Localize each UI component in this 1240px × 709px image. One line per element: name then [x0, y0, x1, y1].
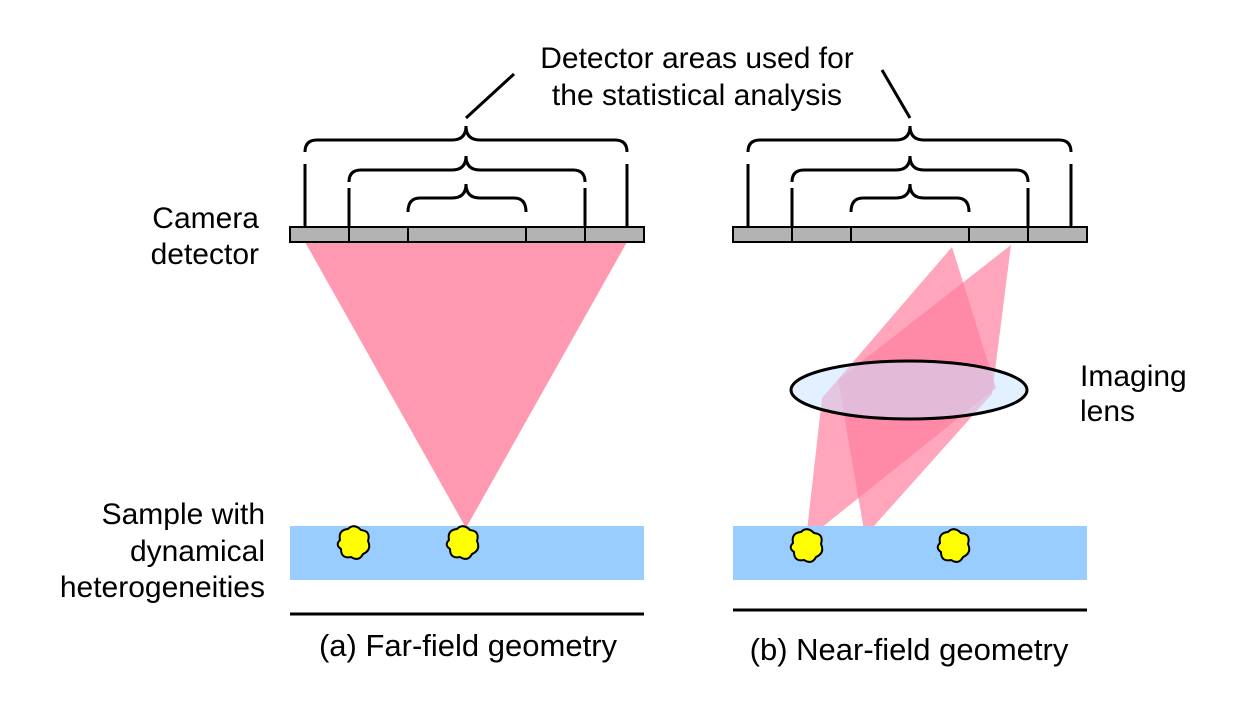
far-field-area-ticks — [303, 164, 629, 227]
lens-icon — [789, 359, 1029, 421]
far-field-panel — [289, 125, 645, 616]
camera-label-line-1: Camera — [152, 202, 259, 235]
sample-label-line-1: Sample with — [102, 498, 265, 531]
bracket-icon — [303, 125, 629, 153]
bracket-icon — [406, 183, 528, 213]
bracket-icon — [790, 155, 1030, 183]
near-field-panel — [732, 125, 1088, 612]
speckle-particle-icon — [336, 525, 371, 560]
camera-label-line-2: detector — [151, 238, 259, 271]
near-field-detector — [732, 226, 1088, 243]
title-line-1: Detector areas used for — [540, 42, 854, 75]
sample-label-line-3: heterogeneities — [60, 571, 265, 604]
speckle-particle-icon — [789, 528, 824, 563]
caption-far-field: (a) Far-field geometry — [319, 628, 618, 663]
near-field-detector-dividers — [791, 227, 1029, 242]
near-field-area-ticks — [746, 164, 1073, 227]
bracket-icon — [746, 125, 1073, 153]
far-field-detector — [289, 226, 645, 243]
lens-label-line-1: Imaging — [1080, 360, 1187, 393]
speckle-particle-icon — [936, 528, 971, 563]
speckle-particle-icon — [445, 525, 480, 560]
lens-label-line-2: lens — [1080, 395, 1135, 428]
sample-label-line-2: dynamical — [130, 535, 265, 568]
far-field-beam — [305, 242, 627, 528]
title-line-2: the statistical analysis — [552, 79, 842, 112]
near-field-sample — [733, 526, 1087, 580]
bracket-icon — [347, 155, 587, 183]
bracket-icon — [849, 183, 971, 213]
pointer-line-right — [880, 69, 912, 119]
caption-near-field: (b) Near-field geometry — [750, 632, 1069, 667]
far-field-detector-dividers — [348, 227, 586, 242]
pointer-line-left — [464, 72, 516, 120]
